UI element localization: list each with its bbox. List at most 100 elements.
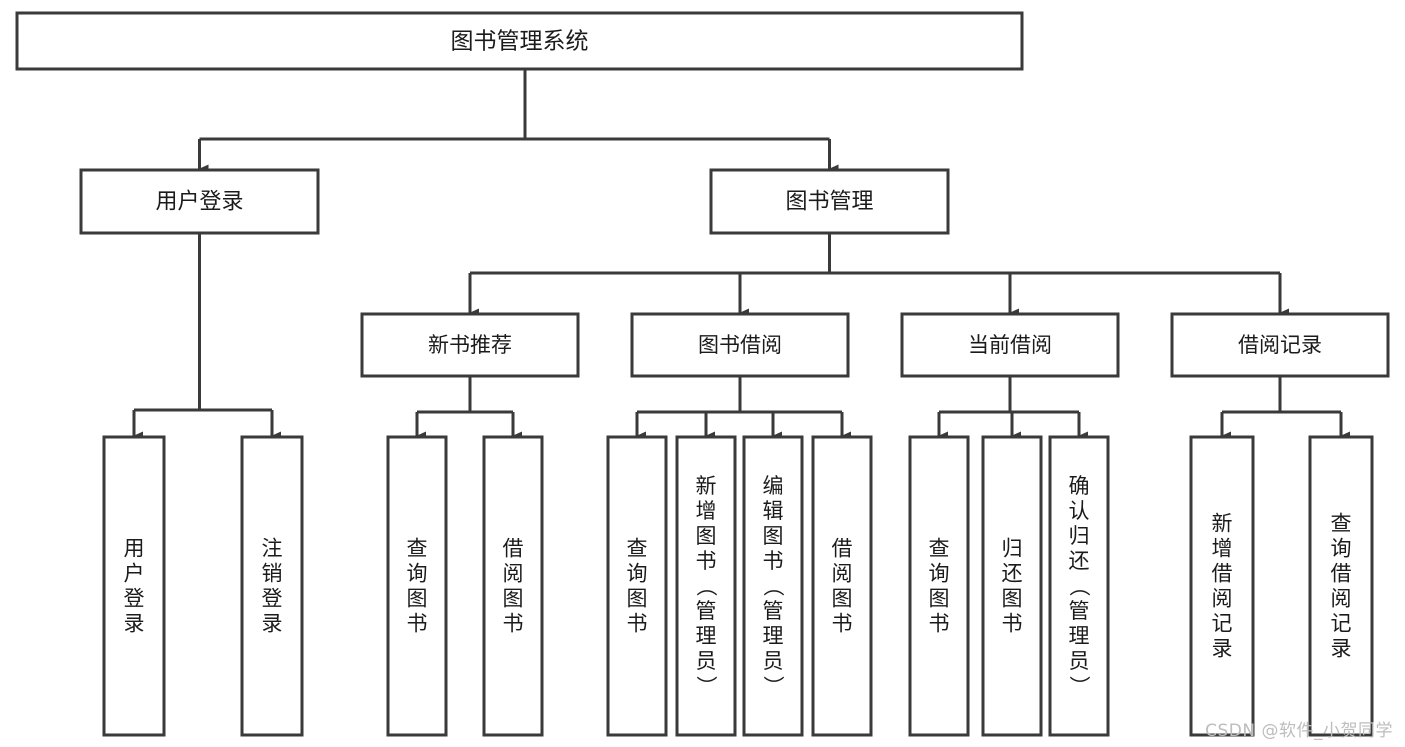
svg-text:图: 图 — [696, 524, 717, 548]
svg-text:（: （ — [1067, 576, 1091, 597]
svg-text:查: 查 — [929, 537, 950, 561]
node-当前借阅-l2[interactable]: 当前借阅 — [900, 312, 1120, 378]
svg-text:查: 查 — [407, 537, 428, 561]
svg-text:书: 书 — [503, 612, 524, 636]
svg-text:登: 登 — [124, 587, 145, 611]
svg-text:询: 询 — [1331, 537, 1352, 561]
svg-text:管: 管 — [1069, 599, 1090, 623]
svg-text:用: 用 — [124, 537, 145, 561]
svg-text:（: （ — [761, 576, 785, 597]
svg-text:新: 新 — [696, 474, 717, 498]
svg-text:录: 录 — [124, 612, 145, 636]
svg-text:借: 借 — [1212, 562, 1233, 586]
svg-text:查: 查 — [1331, 512, 1352, 536]
svg-text:）: ） — [694, 676, 718, 697]
svg-text:注: 注 — [262, 537, 283, 561]
node-label: 图书借阅 — [698, 333, 782, 357]
node-用户登录-l1[interactable]: 用户登录 — [79, 168, 320, 235]
svg-text:确: 确 — [1069, 474, 1090, 498]
node-图书借阅-l2[interactable]: 图书借阅 — [630, 312, 850, 378]
svg-text:理: 理 — [696, 624, 717, 648]
svg-text:辑: 辑 — [763, 499, 784, 523]
svg-text:图: 图 — [407, 587, 428, 611]
svg-text:录: 录 — [1212, 637, 1233, 661]
svg-text:阅: 阅 — [1331, 587, 1352, 611]
svg-text:书: 书 — [627, 612, 648, 636]
node-图书管理-l1[interactable]: 图书管理 — [709, 168, 950, 235]
node-借阅记录-l2[interactable]: 借阅记录 — [1170, 312, 1390, 378]
node-label: 图书管理系统 — [451, 29, 589, 55]
svg-text:）: ） — [761, 676, 785, 697]
node-label: 借阅记录 — [1238, 333, 1322, 357]
svg-text:图: 图 — [627, 587, 648, 611]
svg-text:询: 询 — [407, 562, 428, 586]
svg-text:询: 询 — [929, 562, 950, 586]
svg-text:图: 图 — [1002, 587, 1023, 611]
svg-text:增: 增 — [696, 499, 717, 523]
node-新书推荐-l2[interactable]: 新书推荐 — [360, 312, 580, 378]
svg-text:记: 记 — [1331, 612, 1352, 636]
svg-text:理: 理 — [1069, 624, 1090, 648]
svg-text:员: 员 — [696, 649, 717, 673]
svg-text:书: 书 — [696, 549, 717, 573]
svg-text:书: 书 — [1002, 612, 1023, 636]
svg-text:录: 录 — [262, 612, 283, 636]
svg-text:书: 书 — [929, 612, 950, 636]
svg-text:归: 归 — [1069, 524, 1090, 548]
node-label: 当前借阅 — [968, 333, 1052, 357]
svg-text:借: 借 — [503, 537, 524, 561]
svg-text:图: 图 — [503, 587, 524, 611]
svg-text:销: 销 — [262, 562, 283, 586]
svg-text:阅: 阅 — [832, 562, 853, 586]
node-图书管理系统-root[interactable]: 图书管理系统 — [15, 11, 1024, 71]
svg-text:管: 管 — [763, 599, 784, 623]
svg-text:员: 员 — [1069, 649, 1090, 673]
svg-text:登: 登 — [262, 587, 283, 611]
svg-text:阅: 阅 — [1212, 587, 1233, 611]
node-label: 图书管理 — [785, 190, 873, 215]
connector-layer — [132, 69, 1351, 441]
svg-text:户: 户 — [124, 562, 145, 586]
svg-text:书: 书 — [763, 549, 784, 573]
svg-text:（: （ — [694, 576, 718, 597]
svg-text:借: 借 — [832, 537, 853, 561]
svg-text:新: 新 — [1212, 512, 1233, 536]
node-label: 用户登录 — [155, 190, 243, 215]
svg-text:还: 还 — [1002, 562, 1023, 586]
svg-text:询: 询 — [627, 562, 648, 586]
svg-text:记: 记 — [1212, 612, 1233, 636]
watermark-label: CSDN @软件_小贺同学 — [1205, 721, 1393, 741]
svg-text:增: 增 — [1212, 537, 1233, 561]
svg-text:管: 管 — [696, 599, 717, 623]
svg-text:书: 书 — [832, 612, 853, 636]
svg-text:图: 图 — [832, 587, 853, 611]
svg-text:录: 录 — [1331, 637, 1352, 661]
node-用户登录-leaf[interactable]: 用户登录 — [102, 435, 166, 737]
svg-text:归: 归 — [1002, 537, 1023, 561]
node-layer: 图书管理系统用户登录图书管理新书推荐图书借阅当前借阅借阅记录用户登录注销登录查询… — [15, 11, 1390, 737]
